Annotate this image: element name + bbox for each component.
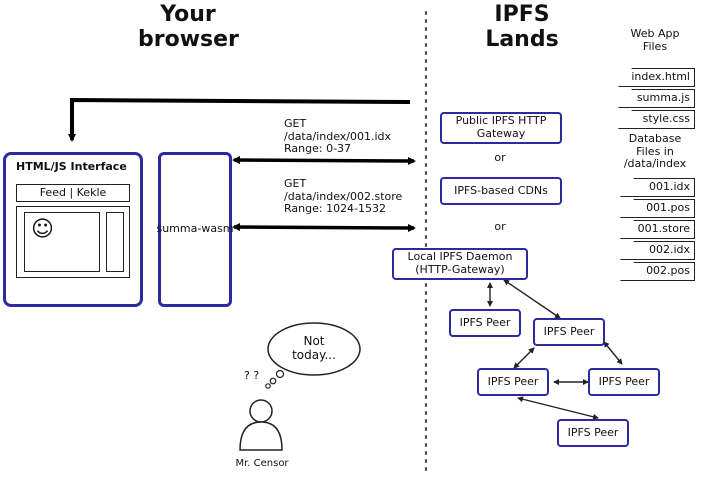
- request-1-label: GET /data/index/001.idx Range: 0-37: [284, 117, 392, 156]
- file-001-pos: 001.pos: [620, 199, 695, 218]
- thought-bubble: [267, 322, 361, 376]
- thought-bubble-dot: [265, 383, 271, 389]
- ipfs-peer-3: IPFS Peer: [477, 368, 549, 396]
- thought-bubble-text: Not today...: [292, 334, 336, 362]
- file-summa-js: summa.js: [618, 89, 695, 108]
- request-2-label: GET /data/index/002.store Range: 1024-15…: [284, 177, 403, 216]
- censor-question-marks: ? ?: [244, 369, 260, 382]
- thought-bubble-dot: [269, 377, 277, 385]
- file-002-pos: 002.pos: [620, 262, 695, 281]
- ipfs-peer-1: IPFS Peer: [449, 309, 521, 337]
- ipfs-peer-5: IPFS Peer: [557, 419, 629, 447]
- peer-link-4: [603, 341, 623, 365]
- smiley-icon: ☺: [31, 217, 54, 242]
- thought-bubble-dot: [275, 369, 285, 379]
- file-index-html: index.html: [618, 68, 695, 87]
- webapp-to-browser-arrow: [68, 97, 411, 142]
- ipfs-peer-4: IPFS Peer: [588, 368, 660, 396]
- peer-link-3: [513, 347, 535, 369]
- interface-sidebar: [106, 212, 124, 272]
- feed-tab-bar[interactable]: Feed | Kekle: [16, 184, 130, 202]
- interface-content-area: ☺: [24, 212, 100, 272]
- interface-title: HTML/JS Interface: [16, 160, 127, 173]
- request-arrow-2: [232, 223, 416, 232]
- browser-heading: Your browser: [138, 2, 239, 53]
- public-gateway-box: Public IPFS HTTP Gateway: [440, 112, 562, 144]
- database-files-heading: Database Files in /data/index: [623, 132, 687, 171]
- peer-link-6: [517, 396, 599, 420]
- local-daemon-box: Local IPFS Daemon (HTTP-Gateway): [392, 248, 528, 280]
- or-label-2: or: [494, 220, 506, 233]
- peer-link-daemon-2: [503, 279, 561, 319]
- file-002-idx: 002.idx: [620, 241, 695, 260]
- webapp-files-heading: Web App Files: [630, 27, 680, 53]
- censor-name: Mr. Censor: [235, 458, 289, 469]
- summa-wasm-box: summa-wasm: [156, 152, 234, 307]
- ipfs-peer-2: IPFS Peer: [533, 318, 605, 346]
- ipfs-heading: IPFS Lands: [485, 2, 559, 53]
- request-arrow-1: [232, 156, 416, 165]
- ipfs-cdn-box: IPFS-based CDNs: [440, 177, 562, 205]
- or-label-1: or: [494, 151, 506, 164]
- file-style-css: style.css: [618, 110, 695, 129]
- file-001-idx: 001.idx: [620, 178, 695, 197]
- file-001-store: 001.store: [620, 220, 695, 239]
- censor-figure: [239, 399, 283, 451]
